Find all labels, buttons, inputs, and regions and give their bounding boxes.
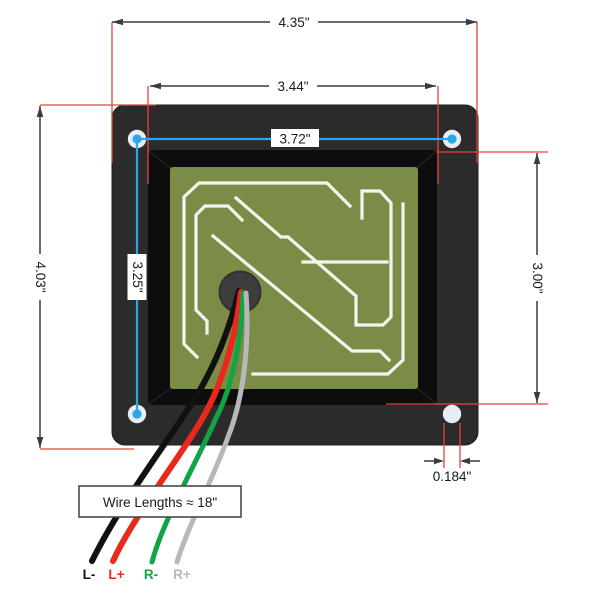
mounting-hole-bottom-right [442, 404, 462, 424]
dim-overall-width-label: 4.35" [278, 15, 309, 30]
label-left-positive: L+ [108, 567, 124, 582]
dim-window-width-label: 3.44" [277, 79, 308, 94]
pcb-board [170, 167, 418, 389]
label-right-negative: R- [144, 567, 158, 582]
label-mask [30, 254, 50, 300]
label-right-positive: R+ [173, 567, 191, 582]
dimension-labels: 4.35" 3.44" 3.72" 4.03" 3.25" 3.00" 0.18… [30, 14, 547, 484]
dim-hole-diameter-label: 0.184" [433, 469, 472, 484]
label-mask [127, 254, 147, 300]
wire-terminal-labels: L- L+ R- R+ [83, 567, 191, 582]
wire-right-negative [149, 290, 246, 565]
label-mask [527, 255, 547, 301]
dim-window-height-label: 3.00" [530, 262, 545, 293]
pcb-traces [182, 181, 405, 376]
extension-lines [40, 22, 548, 468]
label-mask [270, 14, 318, 31]
label-mask [271, 129, 319, 147]
label-mask [269, 78, 317, 95]
hole-center-markers [132, 134, 457, 419]
dim-overall-height-label: 4.03" [33, 261, 48, 292]
bezel-miter-seams [149, 151, 436, 404]
wire-note-text: Wire Lengths ≈ 18" [103, 495, 217, 510]
label-left-negative: L- [83, 567, 96, 582]
wire-note-callout: Wire Lengths ≈ 18" [78, 485, 242, 518]
wire-note-box [78, 485, 242, 518]
wire-right-positive [174, 290, 250, 565]
dimension-arrowheads [36, 18, 541, 465]
dim-hole-span-height-label: 3.25" [130, 261, 145, 292]
speaker-panel [111, 104, 479, 446]
dim-hole-span-width-label: 3.72" [279, 132, 310, 147]
